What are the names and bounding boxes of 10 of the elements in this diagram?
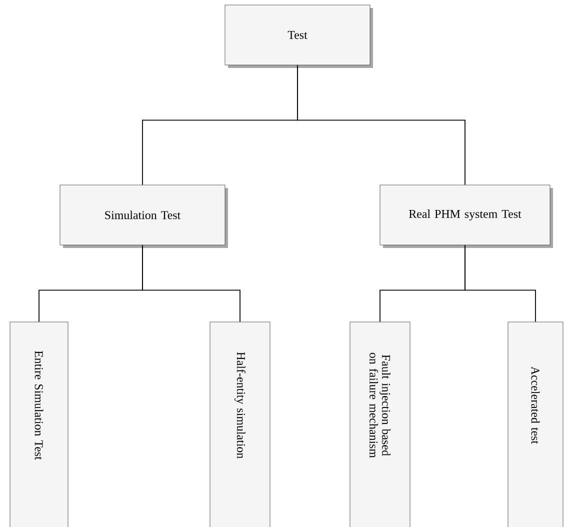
connector [142,244,240,322]
process-box: Real PHM system Test [380,184,553,248]
vertical-box: Half-entity simulation [210,322,270,527]
connector [297,64,466,186]
process-box: Test [224,4,373,68]
vertical-box: Fault injection based on failure mechanism [350,322,410,527]
vertical-box: Entire Simulation Test [10,322,68,527]
connector [464,244,536,322]
process-box: Simulation Test [60,184,228,248]
vertical-box: Accelerated test [508,322,564,527]
